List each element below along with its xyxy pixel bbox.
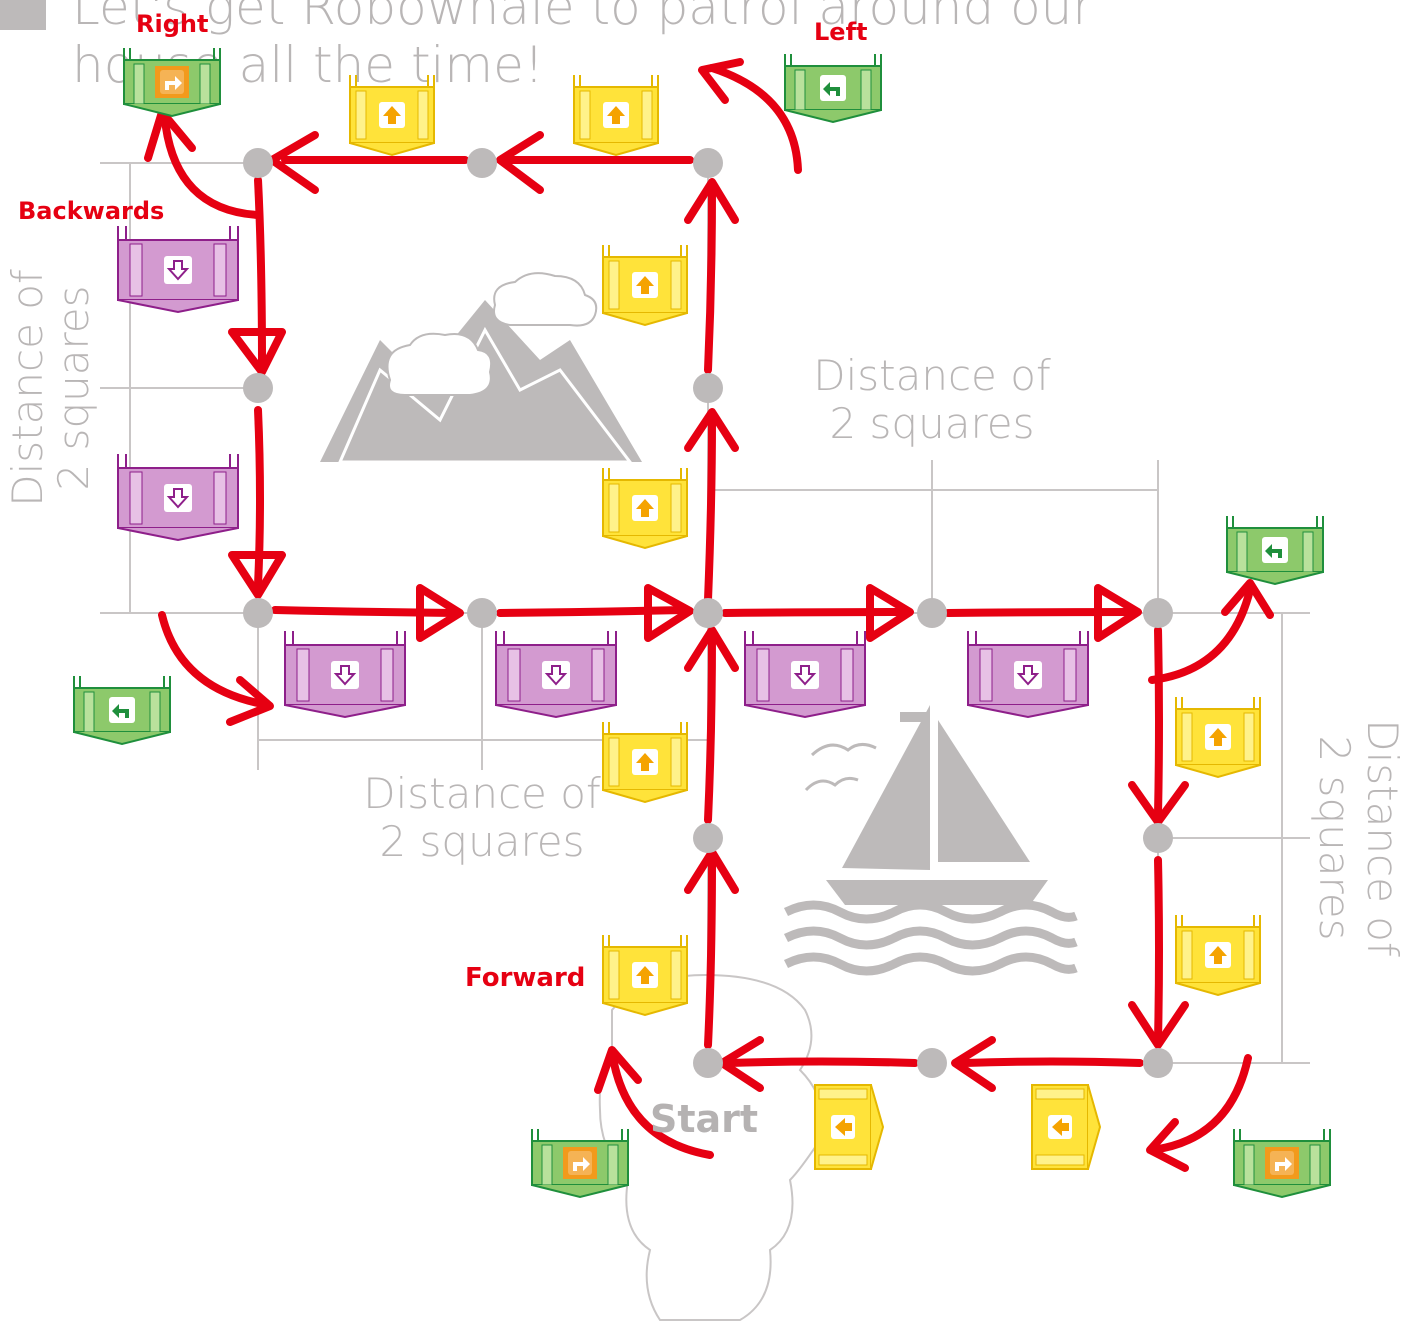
backwards-block: [967, 630, 1089, 718]
turn-left-block: [73, 675, 171, 745]
forward-block: [349, 74, 435, 156]
forward-block: [602, 721, 688, 803]
distance-label-middle-line2: 2 squares: [829, 399, 1034, 448]
forward-block: [602, 244, 688, 326]
forward-block: [1175, 914, 1261, 996]
route-nodes: [243, 148, 1173, 1078]
start-label: Start: [650, 1097, 758, 1141]
distance-label-left-line2: 2 squares: [49, 285, 98, 490]
turn-right-block: [531, 1128, 629, 1198]
forward-block: [573, 74, 659, 156]
turn-left-block: [1226, 515, 1324, 585]
turn-left-block: [784, 53, 882, 123]
forward-block: [1175, 696, 1261, 778]
title-line-1: Let's get Robowhale to patrol around our: [72, 0, 1093, 36]
backwards-block: [495, 630, 617, 718]
distance-label-right-line1: Distance of: [1358, 719, 1407, 957]
sailboat-icon: [783, 705, 1078, 976]
forward-block-sideways: [814, 1084, 884, 1170]
distance-label-bottom-line2: 2 squares: [379, 817, 584, 866]
right-label: Right: [136, 10, 208, 38]
turn-right-block: [1233, 1128, 1331, 1198]
backwards-block: [117, 225, 239, 313]
route-arrows: [144, 58, 1274, 1172]
forward-block-sideways: [1031, 1084, 1101, 1170]
backwards-block: [284, 630, 406, 718]
mountain-icon: [320, 272, 642, 464]
distance-label-right-line2: 2 squares: [1310, 735, 1359, 940]
title-bullet: [0, 0, 46, 30]
forward-block: [602, 934, 688, 1016]
backwards-label: Backwards: [18, 197, 164, 225]
backwards-block: [744, 630, 866, 718]
distance-label-middle-line1: Distance of: [813, 351, 1051, 400]
forward-block: [602, 467, 688, 549]
backwards-block: [117, 453, 239, 541]
distance-label-left-line1: Distance of: [3, 269, 52, 507]
forward-label: Forward: [465, 963, 585, 993]
distance-label-bottom-line1: Distance of: [363, 769, 601, 818]
left-label: Left: [814, 18, 867, 46]
